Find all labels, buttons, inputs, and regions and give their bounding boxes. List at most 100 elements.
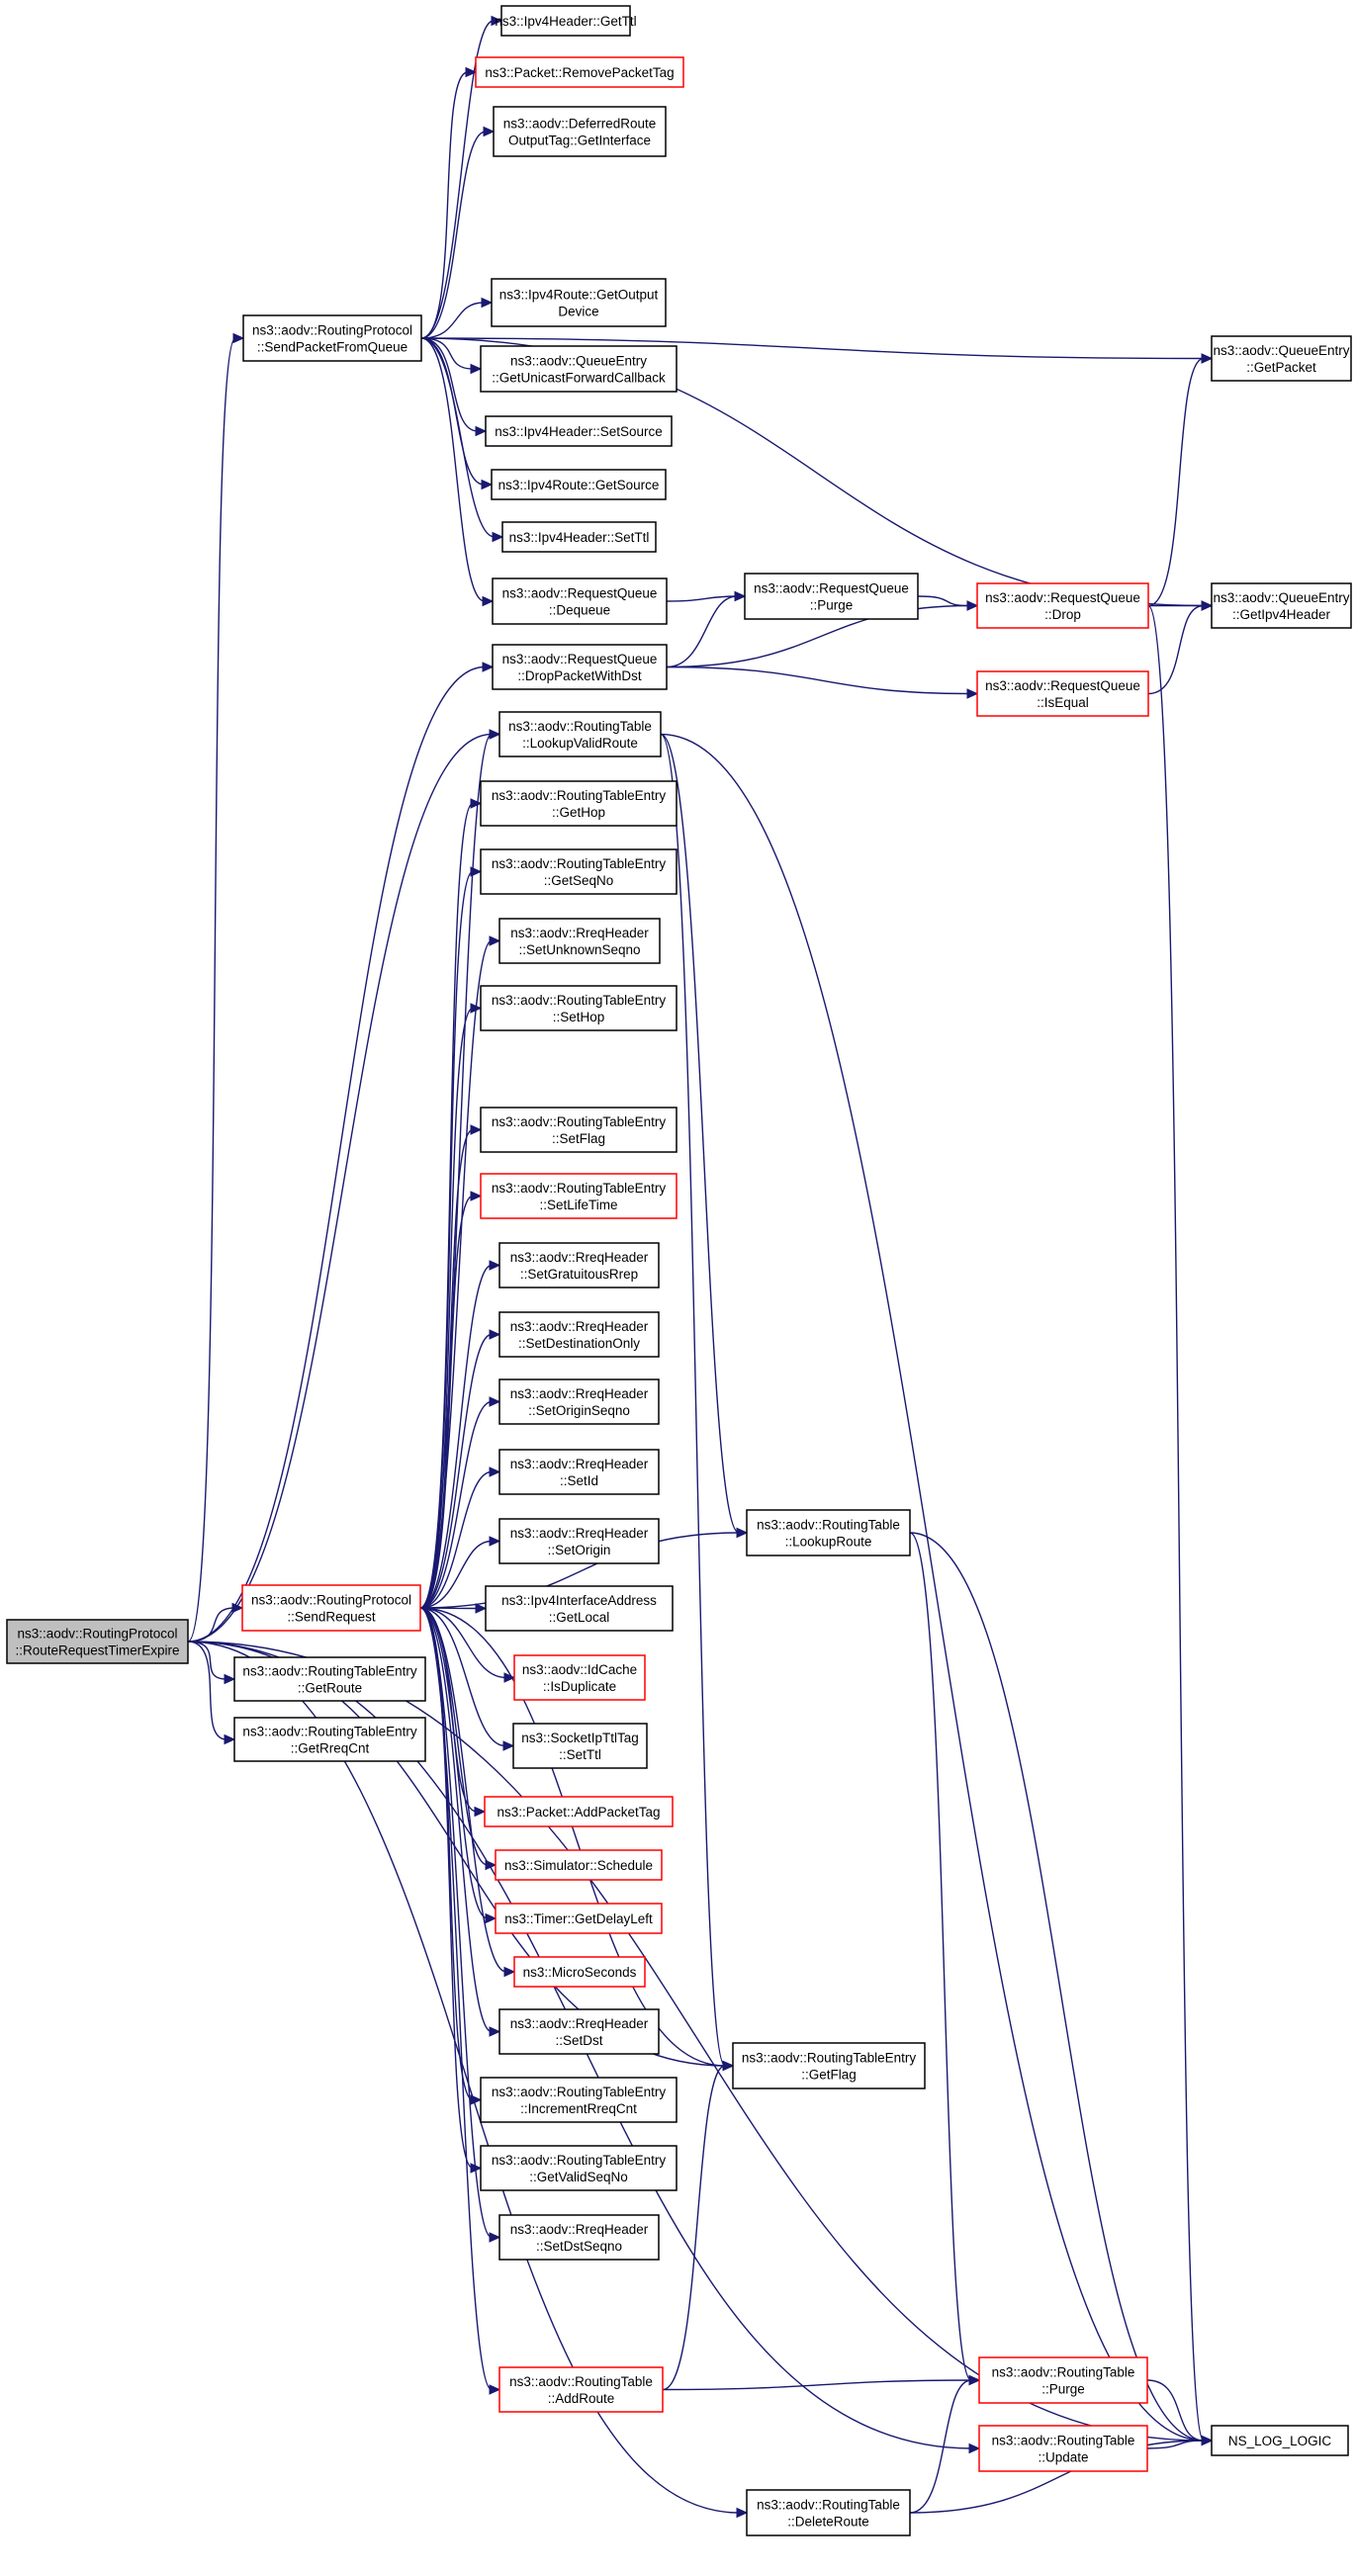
node-root[interactable]: ns3::aodv::RoutingProtocol::RouteRequest… <box>6 1619 189 1664</box>
edge-line <box>419 870 474 1609</box>
node-id-cache-is-duplicate[interactable]: ns3::aodv::IdCache::IsDuplicate <box>513 1654 646 1701</box>
edge-line <box>419 1607 726 2067</box>
node-lookup-valid-route[interactable]: ns3::aodv::RoutingTable::LookupValidRout… <box>498 711 662 757</box>
node-ipv4-set-ttl[interactable]: ns3::Ipv4Header::SetTtl <box>501 521 657 553</box>
node-send-packet-from-queue[interactable]: ns3::aodv::RoutingProtocol::SendPacketFr… <box>242 314 422 362</box>
edge-line <box>660 733 1205 2442</box>
node-rt-delete-route[interactable]: ns3::aodv::RoutingTable::DeleteRoute <box>746 2489 911 2536</box>
node-socket-set-ttl[interactable]: ns3::SocketIpTtlTag::SetTtl <box>512 1723 648 1769</box>
node-increment-rreq-cnt[interactable]: ns3::aodv::RoutingTableEntry::IncrementR… <box>480 2077 678 2123</box>
node-box <box>732 2042 926 2089</box>
edge-line <box>909 1532 972 2381</box>
edge-line <box>917 595 970 607</box>
node-box <box>976 670 1149 717</box>
node-label-line: ::SetFlag <box>552 1131 605 1146</box>
node-label-line: ::GetSeqNo <box>544 873 614 888</box>
node-rte-set-flag[interactable]: ns3::aodv::RoutingTableEntry::SetFlag <box>480 1107 678 1153</box>
call-edge <box>666 590 747 668</box>
node-rte-get-seq-no[interactable]: ns3::aodv::RoutingTableEntry::GetSeqNo <box>480 848 678 895</box>
edge-arrowhead <box>503 1966 516 1978</box>
node-label-line: ::Drop <box>1044 607 1081 622</box>
node-label-line: ::LookupRoute <box>785 1535 872 1550</box>
edge-arrowhead <box>485 1912 497 1924</box>
call-edge <box>419 1260 501 1609</box>
node-rt-lookup-route[interactable]: ns3::aodv::RoutingTable::LookupRoute <box>746 1509 911 1556</box>
edge-line <box>420 337 1205 360</box>
node-rte-get-rreq-cnt[interactable]: ns3::aodv::RoutingTableEntry::GetRreqCnt <box>233 1717 426 1762</box>
node-rq-dequeue[interactable]: ns3::aodv::RequestQueue::Dequeue <box>492 577 668 625</box>
node-micro-seconds[interactable]: ns3::MicroSeconds <box>513 1956 646 1988</box>
node-rte-set-hop[interactable]: ns3::aodv::RoutingTableEntry::SetHop <box>480 985 678 1031</box>
edge-line <box>419 1128 474 1609</box>
node-rte-get-hop[interactable]: ns3::aodv::RoutingTableEntry::GetHop <box>480 780 678 827</box>
node-label-line: ns3::aodv::DeferredRoute <box>503 117 657 132</box>
node-ipv4-set-source[interactable]: ns3::Ipv4Header::SetSource <box>485 415 673 447</box>
node-add-packet-tag[interactable]: ns3::Packet::AddPacketTag <box>484 1796 674 1827</box>
node-label-line: Device <box>558 305 598 319</box>
node-rq-drop[interactable]: ns3::aodv::RequestQueue::Drop <box>976 582 1149 629</box>
node-label-line: ns3::aodv::RoutingTableEntry <box>492 1181 667 1196</box>
node-send-request[interactable]: ns3::aodv::RoutingProtocol::SendRequest <box>241 1584 421 1632</box>
node-set-id[interactable]: ns3::aodv::RreqHeader::SetId <box>498 1449 660 1495</box>
node-label-line: ::GetFlag <box>801 2068 857 2083</box>
node-deferred-route[interactable]: ns3::aodv::DeferredRouteOutputTag::GetIn… <box>493 106 667 157</box>
node-rte-get-route[interactable]: ns3::aodv::RoutingTableEntry::GetRoute <box>233 1656 426 1702</box>
node-box <box>498 2008 660 2055</box>
node-ns-log-logic[interactable]: NS_LOG_LOGIC <box>1211 2425 1349 2456</box>
node-set-unknown-seqno[interactable]: ns3::aodv::RreqHeader::SetUnknownSeqno <box>498 918 661 964</box>
node-label-line: ns3::Packet::RemovePacketTag <box>485 65 674 80</box>
edge-line <box>662 2065 726 2391</box>
node-rq-purge[interactable]: ns3::aodv::RequestQueue::Purge <box>744 573 919 620</box>
edge-line <box>660 733 740 1534</box>
call-edge <box>419 935 501 1609</box>
node-sim-schedule[interactable]: ns3::Simulator::Schedule <box>495 1849 663 1881</box>
node-rt-add-route[interactable]: ns3::aodv::RoutingTable::AddRoute <box>498 2366 664 2413</box>
edge-line <box>420 337 485 486</box>
edge-arrowhead <box>489 1536 501 1547</box>
node-box <box>480 985 678 1031</box>
node-ipv4-get-ttl[interactable]: ns3::Ipv4Header::GetTtl <box>495 5 637 37</box>
node-set-dst[interactable]: ns3::aodv::RreqHeader::SetDst <box>498 2008 660 2055</box>
call-edge <box>662 2060 735 2391</box>
node-remove-packet-tag[interactable]: ns3::Packet::RemovePacketTag <box>475 56 684 88</box>
node-route-get-source[interactable]: ns3::Ipv4Route::GetSource <box>491 469 667 500</box>
node-set-destination-only[interactable]: ns3::aodv::RreqHeader::SetDestinationOnl… <box>498 1311 660 1358</box>
node-qe-get-packet[interactable]: ns3::aodv::QueueEntry::GetPacket <box>1211 335 1352 382</box>
node-set-origin-seqno[interactable]: ns3::aodv::RreqHeader::SetOriginSeqno <box>498 1378 660 1425</box>
edge-line <box>1147 604 1205 2442</box>
node-label-line: ns3::aodv::RreqHeader <box>510 2016 649 2031</box>
node-get-valid-seq-no[interactable]: ns3::aodv::RoutingTableEntry::GetValidSe… <box>480 2145 678 2191</box>
node-qe-get-ipv4-header[interactable]: ns3::aodv::QueueEntry::GetIpv4Header <box>1211 582 1352 629</box>
node-label-line: ::GetHop <box>552 805 605 820</box>
node-rq-is-equal[interactable]: ns3::aodv::RequestQueue::IsEqual <box>976 670 1149 717</box>
node-get-local[interactable]: ns3::Ipv4InterfaceAddress::GetLocal <box>485 1585 674 1632</box>
node-label-line: ns3::aodv::RequestQueue <box>985 590 1140 605</box>
edge-line <box>666 666 970 695</box>
node-label-line: ::IncrementRreqCnt <box>520 2101 637 2116</box>
node-set-origin[interactable]: ns3::aodv::RreqHeader::SetOrigin <box>498 1518 660 1564</box>
node-rte-set-life-time[interactable]: ns3::aodv::RoutingTableEntry::SetLifeTim… <box>480 1173 678 1219</box>
node-get-unicast-cb[interactable]: ns3::aodv::QueueEntry::GetUnicastForward… <box>480 345 678 393</box>
node-label-line: ::Update <box>1038 2450 1088 2465</box>
call-edge <box>917 595 979 611</box>
node-box <box>513 1956 646 1988</box>
node-label-line: ::SendPacketFromQueue <box>257 340 407 355</box>
call-edge <box>419 1124 483 1609</box>
node-rt-purge[interactable]: ns3::aodv::RoutingTable::Purge <box>978 2356 1148 2404</box>
node-set-dst-seqno[interactable]: ns3::aodv::RreqHeader::SetDstSeqno <box>498 2214 660 2261</box>
edge-arrowhead <box>482 595 495 607</box>
call-edge <box>187 1641 236 1685</box>
edge-arrowhead <box>722 2060 735 2072</box>
edge-arrowhead <box>470 2094 483 2105</box>
node-label-line: ::DeleteRoute <box>787 2515 869 2530</box>
node-drop-packet-with-dst[interactable]: ns3::aodv::RequestQueue::DropPacketWithD… <box>492 644 668 690</box>
node-box <box>491 469 667 500</box>
node-rt-update[interactable]: ns3::aodv::RoutingTable::Update <box>978 2425 1148 2472</box>
node-set-gratuitous-rrep[interactable]: ns3::aodv::RreqHeader::SetGratuitousRrep <box>498 1242 660 1288</box>
edge-arrowhead <box>489 729 501 740</box>
edge-arrowhead <box>482 662 495 672</box>
edge-line <box>419 1607 489 1919</box>
node-rte-get-flag[interactable]: ns3::aodv::RoutingTableEntry::GetFlag <box>732 2042 926 2089</box>
node-timer-get-delay-left[interactable]: ns3::Timer::GetDelayLeft <box>495 1903 663 1934</box>
